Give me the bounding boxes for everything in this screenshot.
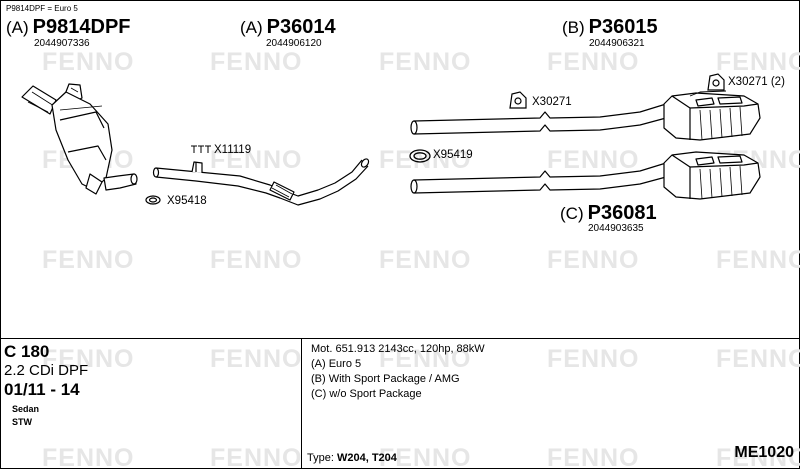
part-label-p9814dpf: (A)P9814DPF [6,16,131,39]
info-line-c: (C) w/o Sport Package [311,388,422,400]
info-line-engine: Mot. 651.913 2143cc, 120hp, 88kW [311,343,485,355]
type-label: Type: [307,452,334,464]
type-row: Type: W204, T204 [307,452,397,464]
clamp-x95419-drawing [409,149,431,163]
rear-pipe-b-drawing [410,103,667,135]
part-prefix: (C) [560,204,584,223]
exhaust-diagram [21,73,761,206]
part-label-p36015: (B)P36015 [562,16,658,39]
part-prefix: (A) [6,18,29,37]
component-x30271: X30271 [532,96,572,108]
part-number: P9814DPF [32,16,131,38]
part-prefix: (A) [240,18,263,37]
info-line-a: (A) Euro 5 [311,358,362,370]
part-prefix: (B) [562,18,585,37]
oe-number: 2044907336 [34,38,90,49]
part-number: P36014 [266,16,336,38]
diagram-code: ME1020 [734,444,794,461]
divider-horizontal [0,338,800,339]
bolts-x11119-drawing [191,145,211,153]
vehicle-years: 01/11 - 14 [4,380,80,399]
clamp-x95418-drawing [145,195,161,205]
dpf-catalyst-drawing [21,83,138,195]
oe-number: 2044906120 [266,38,322,49]
vehicle-model: C 180 [4,342,50,361]
body-type: STW [12,417,32,427]
oe-number: 2044903635 [588,223,644,234]
oe-number: 2044906321 [589,38,645,49]
component-x30271-2: X30271 (2) [728,76,785,88]
top-note: P9814DPF = Euro 5 [6,4,78,13]
part-label-p36014: (A)P36014 [240,16,336,39]
part-label-p36081: (C)P36081 [560,202,657,225]
rear-pipe-c-drawing [410,162,667,194]
divider-vertical [301,338,302,469]
rear-silencer-b-drawing [663,90,761,141]
type-value: W204, T204 [336,452,397,464]
part-number: P36015 [588,16,658,38]
component-x95419: X95419 [433,149,473,161]
mount-x30271-drawing [509,91,527,109]
middle-pipe-drawing [152,158,370,206]
part-number: P36081 [587,202,657,224]
component-x95418: X95418 [167,195,207,207]
mount-x30271-2-drawing [707,73,725,91]
vehicle-engine: 2.2 CDi DPF [4,362,89,379]
body-type: Sedan [12,404,40,414]
info-line-b: (B) With Sport Package / AMG [311,373,460,385]
component-x11119: X11119 [214,144,252,156]
rear-silencer-c-drawing [663,151,761,200]
